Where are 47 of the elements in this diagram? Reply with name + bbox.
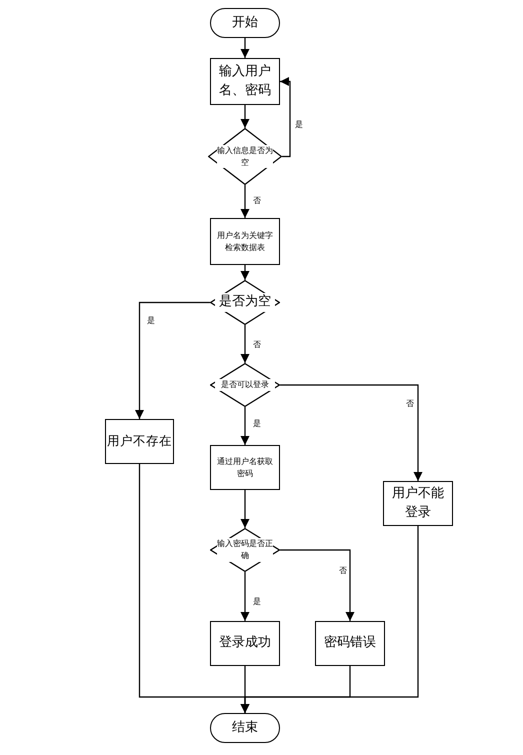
arrow	[280, 549, 354, 621]
arrow	[240, 526, 419, 713]
arrow	[240, 105, 250, 128]
process-box	[210, 58, 280, 105]
process-box	[210, 218, 280, 265]
process-box	[383, 481, 453, 526]
edge-label: 是	[146, 316, 156, 326]
edge-label: 是	[252, 597, 262, 607]
edge-label: 否	[252, 196, 262, 206]
decision-diamond	[210, 280, 280, 325]
process-box	[210, 445, 280, 490]
arrow	[280, 384, 422, 481]
arrow	[240, 325, 250, 363]
arrow	[135, 302, 210, 419]
node-text: 输入用户名、密码	[218, 62, 272, 100]
terminal-shape	[210, 8, 280, 38]
edge-label: 是	[252, 419, 262, 429]
node-text: 输入密码是否正确	[217, 538, 273, 562]
edge-label: 否	[405, 399, 415, 409]
decision-diamond	[210, 528, 280, 572]
node-text: 是否为空	[215, 293, 275, 312]
process-box	[315, 621, 385, 666]
node-text: 用户不存在	[106, 432, 172, 450]
arrow	[240, 490, 250, 528]
node-text: 登录成功	[218, 634, 272, 652]
arrow	[240, 38, 250, 58]
arrow	[240, 572, 250, 621]
node-text: 是否可以登录	[215, 379, 275, 391]
arrow	[240, 407, 250, 445]
arrow	[280, 77, 291, 158]
process-box	[105, 419, 174, 464]
edge-label: 否	[252, 340, 262, 350]
decision-diamond	[208, 128, 282, 185]
arrow	[240, 185, 250, 218]
node-text: 输入信息是否为空	[217, 144, 273, 168]
node-text: 通过用户名获取密码	[216, 456, 274, 480]
node-text: 结束	[231, 718, 259, 737]
decision-diamond	[210, 363, 280, 407]
terminal-shape	[210, 713, 280, 743]
arrow	[240, 265, 250, 280]
node-text: 用户不能登录	[391, 484, 445, 522]
node-text: 用户名为关键字检索数据表	[216, 230, 274, 254]
edge-label: 否	[338, 566, 348, 576]
node-text: 开始	[231, 14, 259, 32]
process-box	[210, 621, 280, 666]
node-text: 密码错误	[323, 634, 377, 652]
edge-label: 是	[294, 120, 304, 130]
